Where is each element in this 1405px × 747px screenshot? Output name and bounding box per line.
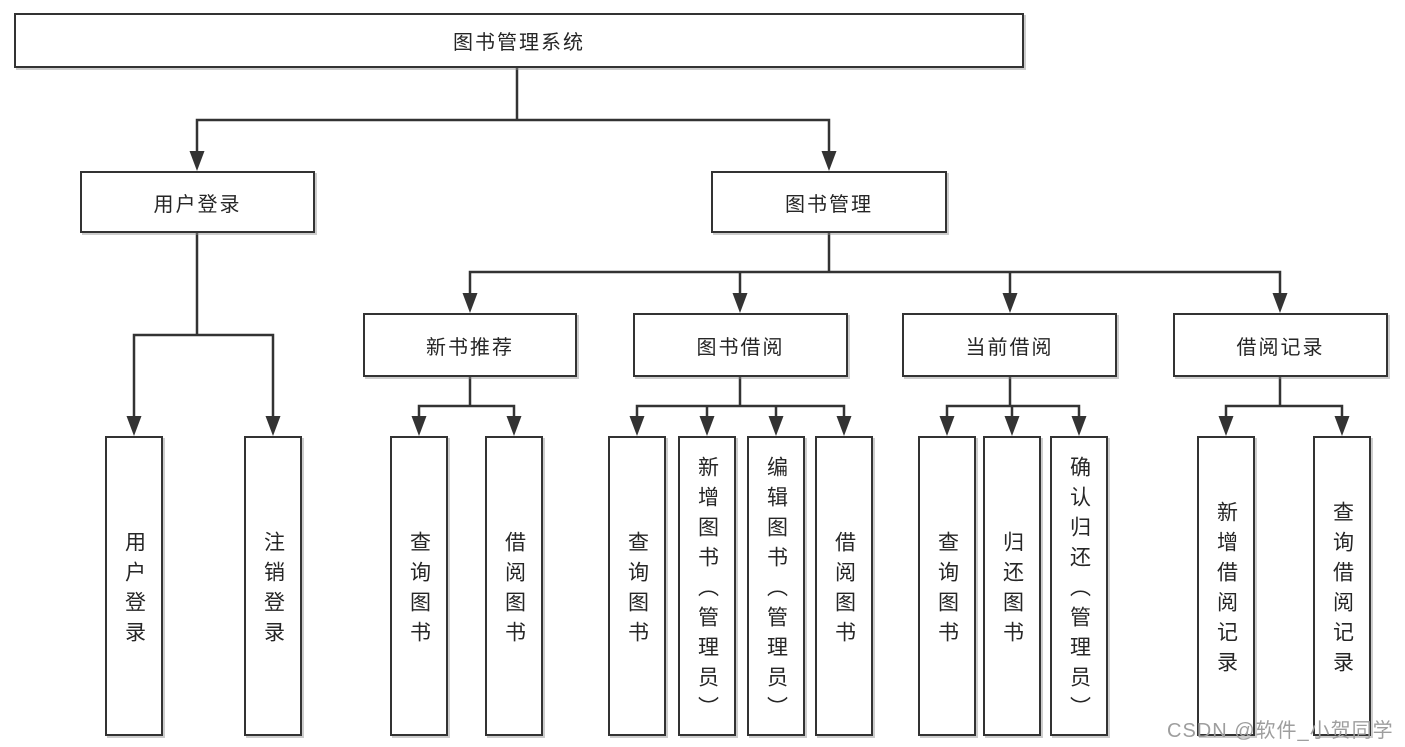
node-leaf-query-book-current: 查询图书 <box>918 436 976 736</box>
node-leaf-query-borrow-record: 查询借阅记录 <box>1313 436 1371 736</box>
node-label-current-borrow: 当前借阅 <box>965 336 1054 359</box>
node-leaf-add-book-admin: 新增图书（管理员） <box>678 436 736 736</box>
node-leaf-borrow-book-rec: 借阅图书 <box>485 436 543 736</box>
node-label-leaf-add-book-admin: 新增图书（管理员） <box>695 455 719 726</box>
node-label-leaf-logout: 注销登录 <box>261 530 285 651</box>
node-leaf-borrow-book: 借阅图书 <box>815 436 873 736</box>
node-leaf-confirm-return-admin: 确认归还（管理员） <box>1050 436 1108 736</box>
node-leaf-add-borrow-record: 新增借阅记录 <box>1197 436 1255 736</box>
node-leaf-query-book-rec: 查询图书 <box>390 436 448 736</box>
node-leaf-edit-book-admin: 编辑图书（管理员） <box>747 436 805 736</box>
node-label-leaf-query-borrow-record: 查询借阅记录 <box>1330 500 1354 681</box>
node-label-leaf-confirm-return-admin: 确认归还（管理员） <box>1067 455 1091 726</box>
node-current-borrow: 当前借阅 <box>902 313 1117 377</box>
node-label-leaf-add-borrow-record: 新增借阅记录 <box>1214 500 1238 681</box>
node-label-leaf-return-book: 归还图书 <box>1000 530 1024 651</box>
node-book-borrow: 图书借阅 <box>633 313 848 377</box>
node-label-leaf-query-book-borrow: 查询图书 <box>625 530 649 651</box>
connector-path <box>132 66 1344 421</box>
node-root: 图书管理系统 <box>14 13 1024 68</box>
node-book-management: 图书管理 <box>711 171 947 233</box>
node-label-leaf-query-book-rec: 查询图书 <box>407 530 431 651</box>
node-leaf-query-book-borrow: 查询图书 <box>608 436 666 736</box>
node-leaf-user-login: 用户登录 <box>105 436 163 736</box>
node-new-book-recommend: 新书推荐 <box>363 313 577 377</box>
arrowheads <box>126 151 1350 436</box>
node-label-leaf-query-book-current: 查询图书 <box>935 530 959 651</box>
node-label-leaf-borrow-book: 借阅图书 <box>832 530 856 651</box>
node-leaf-logout: 注销登录 <box>244 436 302 736</box>
node-label-book-borrow: 图书借阅 <box>696 336 785 359</box>
node-label-borrow-records: 借阅记录 <box>1236 336 1325 359</box>
csdn-watermark: CSDN @软件_小贺同学 <box>1167 720 1394 742</box>
node-label-leaf-borrow-book-rec: 借阅图书 <box>502 530 526 651</box>
node-label-user-login: 用户登录 <box>153 193 242 216</box>
node-label-leaf-edit-book-admin: 编辑图书（管理员） <box>764 455 788 726</box>
node-borrow-records: 借阅记录 <box>1173 313 1388 377</box>
node-label-new-book-recommend: 新书推荐 <box>426 336 514 359</box>
node-label-book-management: 图书管理 <box>785 193 873 216</box>
node-leaf-return-book: 归还图书 <box>983 436 1041 736</box>
node-label-root: 图书管理系统 <box>453 32 585 54</box>
node-label-leaf-user-login: 用户登录 <box>122 530 146 651</box>
node-user-login: 用户登录 <box>80 171 315 233</box>
